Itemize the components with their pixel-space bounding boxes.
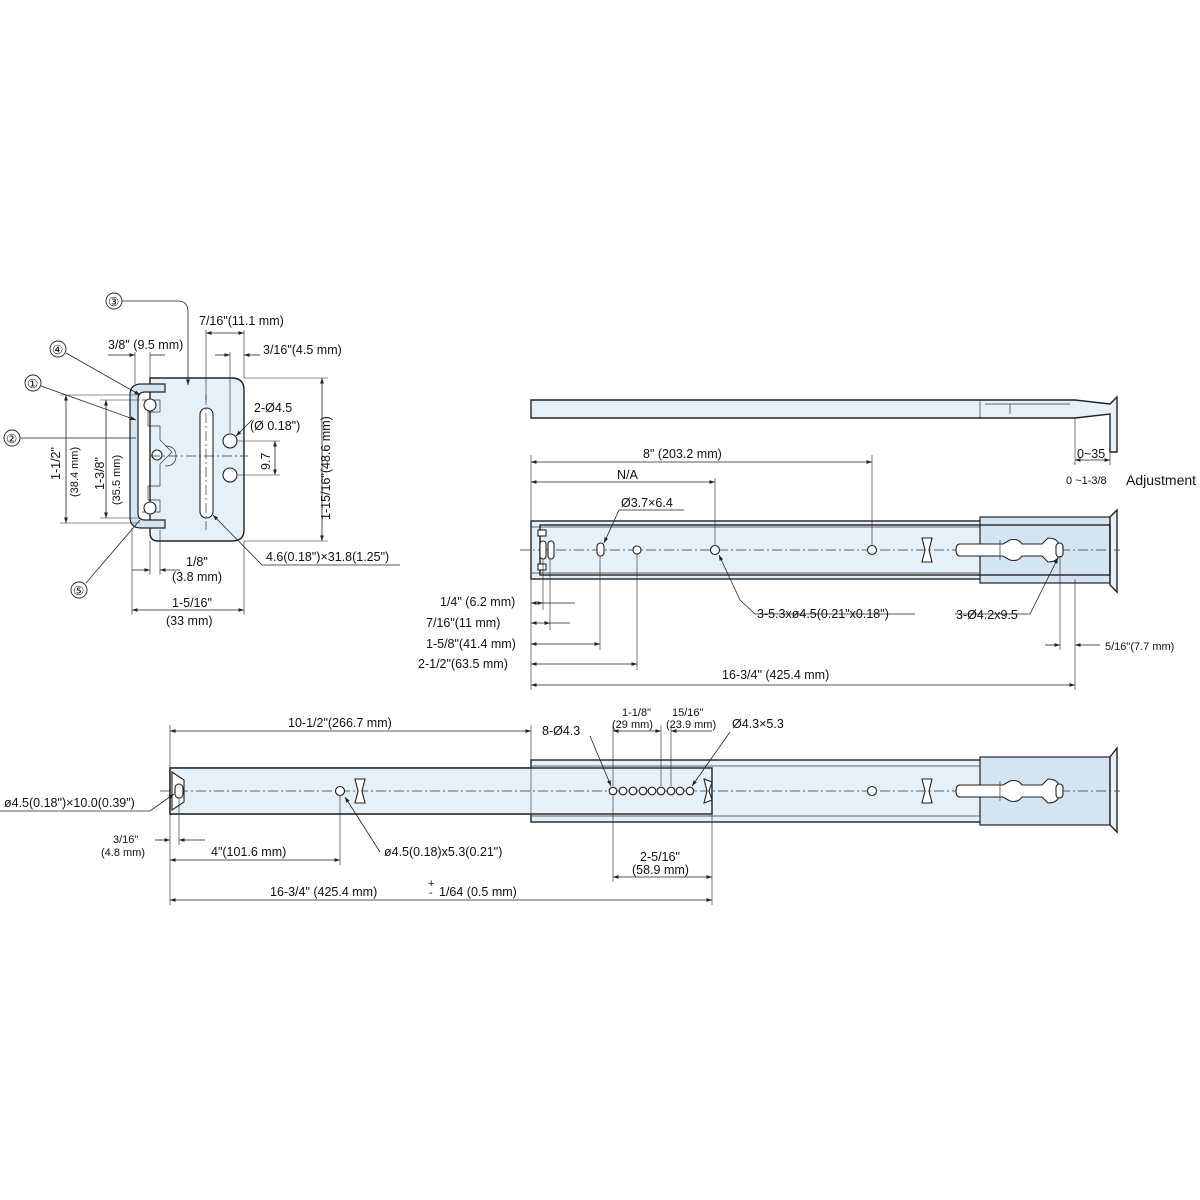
middle-keyhole (955, 537, 1061, 563)
dim-3-16-mm-b: (4.8 mm) (101, 847, 145, 859)
dim-1-3-8-mm: (35.5 mm) (111, 455, 123, 505)
end-view-rail-profile (129, 383, 166, 529)
dim-7-16: 7/16"(11.1 mm) (199, 314, 284, 328)
dim-slot-45: ø4.5(0.18)x5.3(0.21") (384, 845, 502, 859)
dim-na: N/A (617, 468, 639, 482)
dim-1-4: 1/4" (6.2 mm) (440, 595, 515, 609)
dim-2-5-16: 2-5/16" (640, 850, 680, 864)
bottom-view: 10-1/2"(266.7 mm) 8-Ø4.3 1-1/8" (29 mm) … (0, 707, 1120, 905)
dim-slot: 4.6(0.18")×31.8(1.25") (266, 550, 389, 564)
dim-8-holes: 8-Ø4.3 (542, 724, 580, 738)
bottom-hole-1 (334, 785, 346, 797)
bottom-hole-row (608, 786, 695, 796)
dim-16-3-4-mid: 16-3/4" (425.4 mm) (722, 668, 829, 682)
callout-1: ① (27, 377, 38, 391)
dim-1-8: 1/8" (186, 555, 208, 569)
end-view-hole-bottom (222, 467, 238, 483)
dim-15-16: 15/16" (672, 707, 704, 719)
dim-3-16: 3/16"(4.5 mm) (263, 343, 342, 357)
dim-1-8-mm: (3.8 mm) (172, 570, 222, 584)
dim-1-15-16: 1-15/16"(48.6 mm) (319, 416, 333, 520)
end-view-slot (199, 407, 214, 519)
end-view: ① ② ③ ④ ⑤ 7/16"(11.1 mm) 3/8" (9.5 mm) 3… (3, 292, 400, 628)
top-view: 0~35 0 ~1-3/8 Adjustment (530, 395, 1196, 488)
dim-adj-in: 0 ~1-3/8 (1066, 475, 1107, 487)
dim-tol-val: 1/64 (0.5 mm) (439, 885, 517, 899)
dim-slot-37: Ø3.7×6.4 (621, 496, 673, 510)
dim-2-holes: 2-Ø4.5 (254, 401, 292, 415)
middle-hole-3 (866, 544, 878, 556)
end-view-plate (149, 377, 245, 542)
dim-left-slot: ø4.5(0.18")×10.0(0.39") (4, 796, 135, 810)
dim-1-5-8: 1-5/8"(41.4 mm) (426, 637, 516, 651)
top-view-rail (530, 395, 1118, 453)
dim-2-1-2: 2-1/2"(63.5 mm) (418, 657, 508, 671)
end-view-hole-top (222, 433, 238, 449)
dim-3-8: 3/8" (9.5 mm) (108, 338, 183, 352)
dim-4: 4"(101.6 mm) (211, 845, 286, 859)
middle-hole-1 (632, 545, 642, 555)
bottom-left-slot (174, 783, 184, 799)
dim-1-1-8-mm: (29 mm) (612, 719, 653, 731)
dim-1-1-8: 1-1/8" (622, 707, 651, 719)
callout-3: ③ (108, 295, 119, 309)
middle-hole-2 (709, 544, 721, 556)
dim-total: 16-3/4" (425.4 mm) (270, 885, 377, 899)
dim-3-16-b: 3/16" (113, 834, 138, 846)
dim-1-3-8: 1-3/8" (93, 457, 107, 490)
dim-slot-43: Ø4.3×5.3 (732, 717, 784, 731)
callout-2: ② (6, 432, 17, 446)
dim-tol-minus: - (429, 887, 433, 899)
callout-4: ④ (52, 343, 63, 357)
dim-3-holes: 3-5.3xø4.5(0.21"x0.18") (757, 607, 889, 621)
callout-5: ⑤ (73, 584, 84, 598)
dim-2-holes-in: (Ø 0.18") (250, 419, 300, 433)
dim-7-16-mid: 7/16"(11 mm) (426, 616, 500, 630)
middle-view: 8" (203.2 mm) N/A Ø3.7×6.4 1/4" (6.2 mm)… (418, 447, 1174, 690)
dim-1-1-2: 1-1/2" (49, 447, 63, 480)
middle-slot-1 (596, 542, 605, 557)
dim-10-1-2: 10-1/2"(266.7 mm) (288, 716, 392, 730)
dim-8: 8" (203.2 mm) (643, 447, 722, 461)
dim-3-holes-b: 3-Ø4.2x9.5 (956, 608, 1018, 622)
dim-adj: 0~35 (1077, 447, 1105, 461)
bottom-keyhole (955, 778, 1061, 804)
dim-2-5-16-mm: (58.9 mm) (632, 863, 689, 877)
dim-1-5-16-mm: (33 mm) (166, 614, 213, 628)
dim-9-7: 9.7 (259, 453, 273, 470)
dim-5-16: 5/16"(7.7 mm) (1105, 641, 1174, 653)
dim-1-5-16: 1-5/16" (172, 596, 212, 610)
adjustment-label: Adjustment (1126, 472, 1196, 488)
dim-1-1-2-mm: (38.4 mm) (69, 447, 81, 497)
dim-15-16-mm: (23.9 mm) (666, 719, 716, 731)
dim-tol-plus: + (428, 878, 434, 890)
